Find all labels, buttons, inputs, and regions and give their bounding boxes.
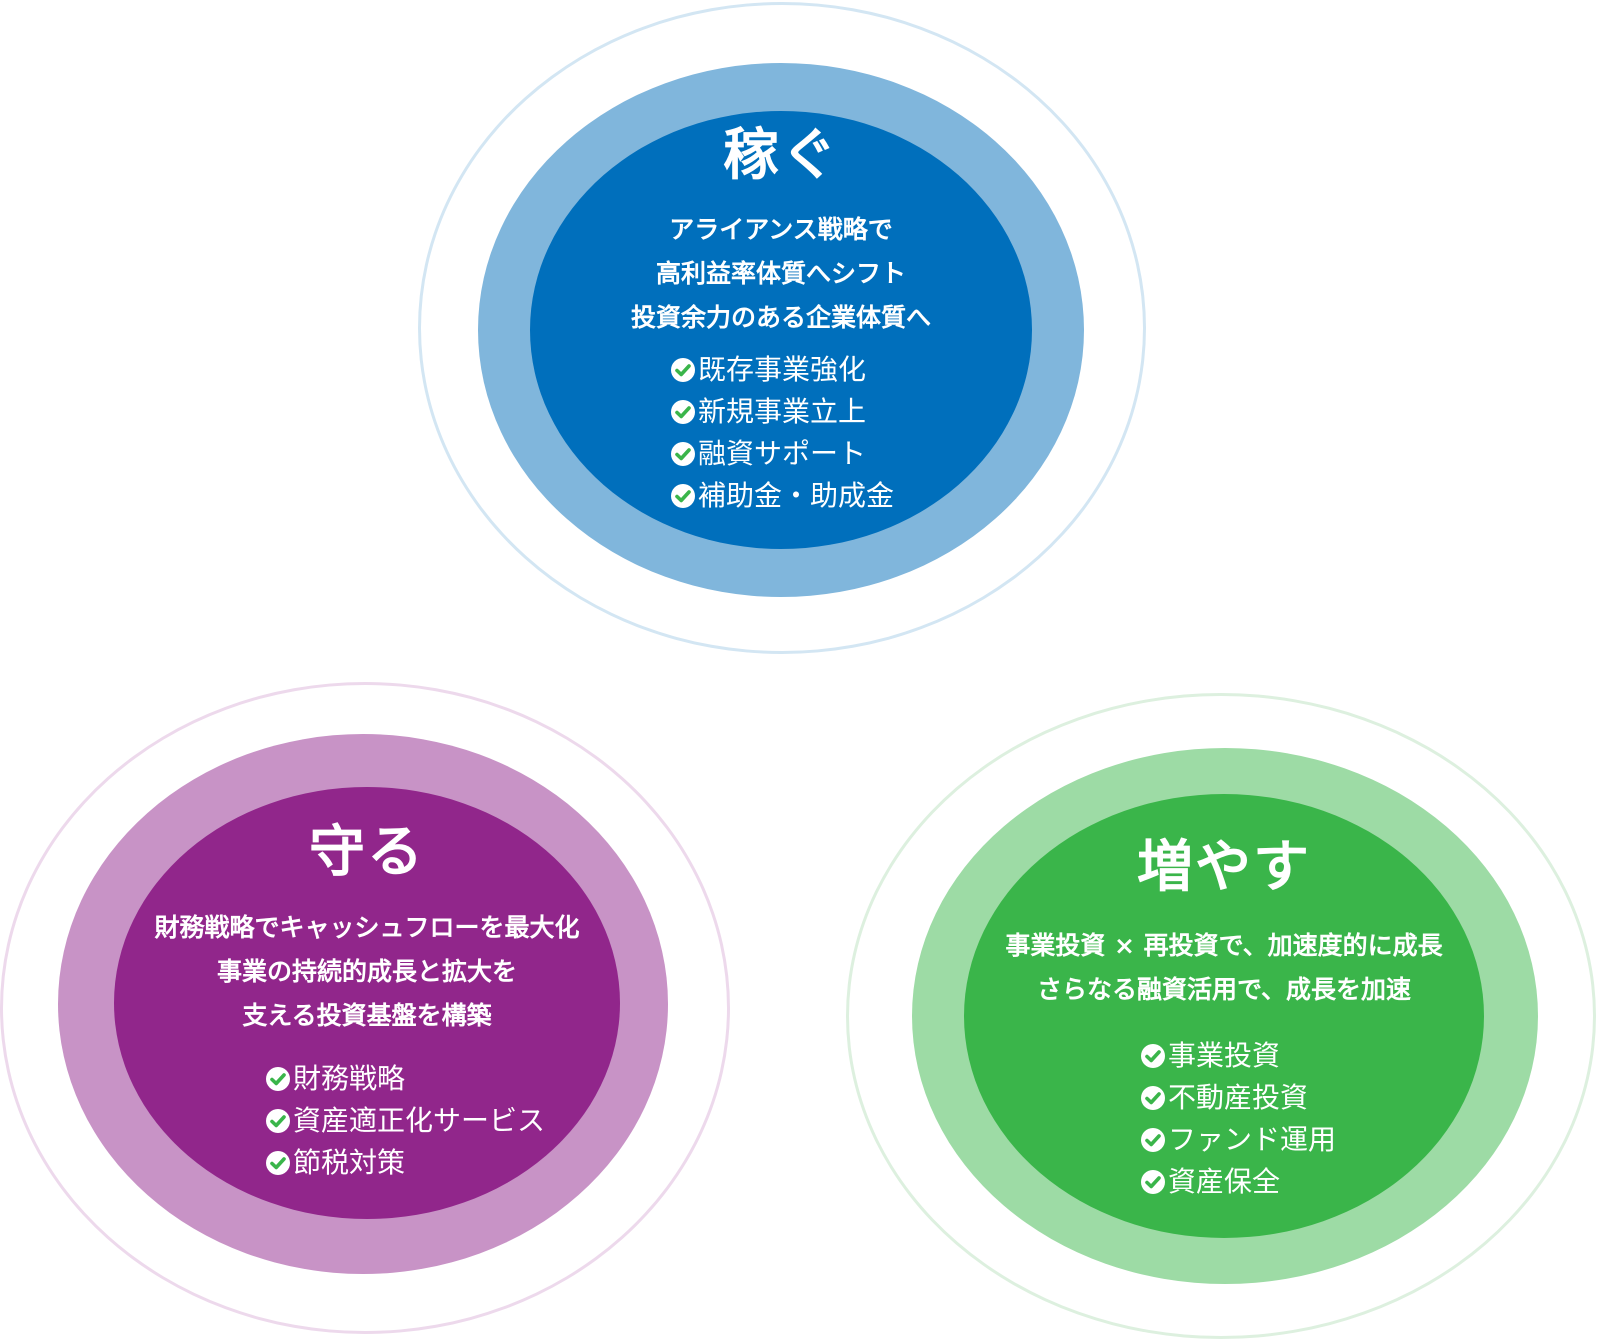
check-circle-icon [265, 1108, 293, 1134]
list-item-label: 資産保全 [1168, 1165, 1281, 1198]
circle-description: 事業投資 × 再投資で、加速度的に成長 さらなる融資活用で、成長を加速 [964, 924, 1484, 1012]
list-item-label: 事業投資 [1168, 1039, 1281, 1072]
check-circle-icon [670, 441, 698, 467]
list-item-label: 補助金・助成金 [698, 479, 895, 512]
list-item: 資産保全 [1140, 1161, 1336, 1203]
outer-outline-ring [846, 693, 1596, 1339]
check-circle-icon [265, 1066, 293, 1092]
list-item-label: 財務戦略 [293, 1062, 406, 1095]
list-item: ファンド運用 [1140, 1119, 1336, 1161]
list-item: 融資サポート [670, 433, 894, 475]
description-line: アライアンス戦略で [669, 215, 893, 244]
item-list: 既存事業強化 新規事業立上 融資サポート 補助金・助成金 [670, 349, 894, 517]
circle-description: アライアンス戦略で 高利益率体質へシフト 投資余力のある企業体質へ [530, 208, 1032, 340]
list-item: 不動産投資 [1140, 1077, 1336, 1119]
description-line: 事業投資 × 再投資で、加速度的に成長 [1005, 931, 1443, 960]
list-item: 事業投資 [1140, 1035, 1336, 1077]
check-circle-icon [1140, 1043, 1168, 1069]
list-item-label: 新規事業立上 [698, 395, 867, 428]
check-circle-icon [1140, 1169, 1168, 1195]
list-item-label: 節税対策 [293, 1146, 406, 1179]
list-item-label: 既存事業強化 [698, 353, 867, 386]
check-circle-icon [670, 483, 698, 509]
circle-description: 財務戦略でキャッシュフローを最大化 事業の持続的成長と拡大を 支える投資基盤を構… [114, 906, 620, 1038]
item-list: 事業投資 不動産投資 ファンド運用 資産保全 [1140, 1035, 1336, 1203]
list-item-label: 資産適正化サービス [293, 1104, 546, 1137]
circle-title: 稼ぐ [723, 123, 839, 188]
description-line: さらなる融資活用で、成長を加速 [1036, 975, 1411, 1004]
inner-circle [530, 111, 1032, 549]
item-list: 財務戦略 資産適正化サービス 節税対策 [265, 1058, 545, 1184]
list-item: 新規事業立上 [670, 391, 894, 433]
list-item: 財務戦略 [265, 1058, 545, 1100]
description-line: 投資余力のある企業体質へ [630, 303, 931, 332]
inner-circle [964, 794, 1484, 1238]
list-item: 既存事業強化 [670, 349, 894, 391]
description-line: 財務戦略でキャッシュフローを最大化 [154, 913, 580, 942]
check-circle-icon [265, 1150, 293, 1176]
list-item-label: 融資サポート [698, 437, 867, 470]
check-circle-icon [1140, 1127, 1168, 1153]
check-circle-icon [1140, 1085, 1168, 1111]
list-item: 節税対策 [265, 1142, 545, 1184]
description-line: 支える投資基盤を構築 [242, 1001, 492, 1030]
inner-circle [114, 787, 620, 1219]
description-line: 高利益率体質へシフト [655, 259, 906, 288]
list-item: 補助金・助成金 [670, 475, 894, 517]
list-item-label: 不動産投資 [1168, 1081, 1309, 1114]
check-circle-icon [670, 357, 698, 383]
check-circle-icon [670, 399, 698, 425]
description-line: 事業の持続的成長と拡大を [216, 957, 517, 986]
list-item-label: ファンド運用 [1168, 1123, 1337, 1156]
outer-outline-ring [0, 682, 730, 1334]
circle-title: 守る [309, 820, 425, 885]
list-item: 資産適正化サービス [265, 1100, 545, 1142]
outer-outline-ring [418, 2, 1146, 654]
circle-title: 増やす [1137, 835, 1311, 900]
